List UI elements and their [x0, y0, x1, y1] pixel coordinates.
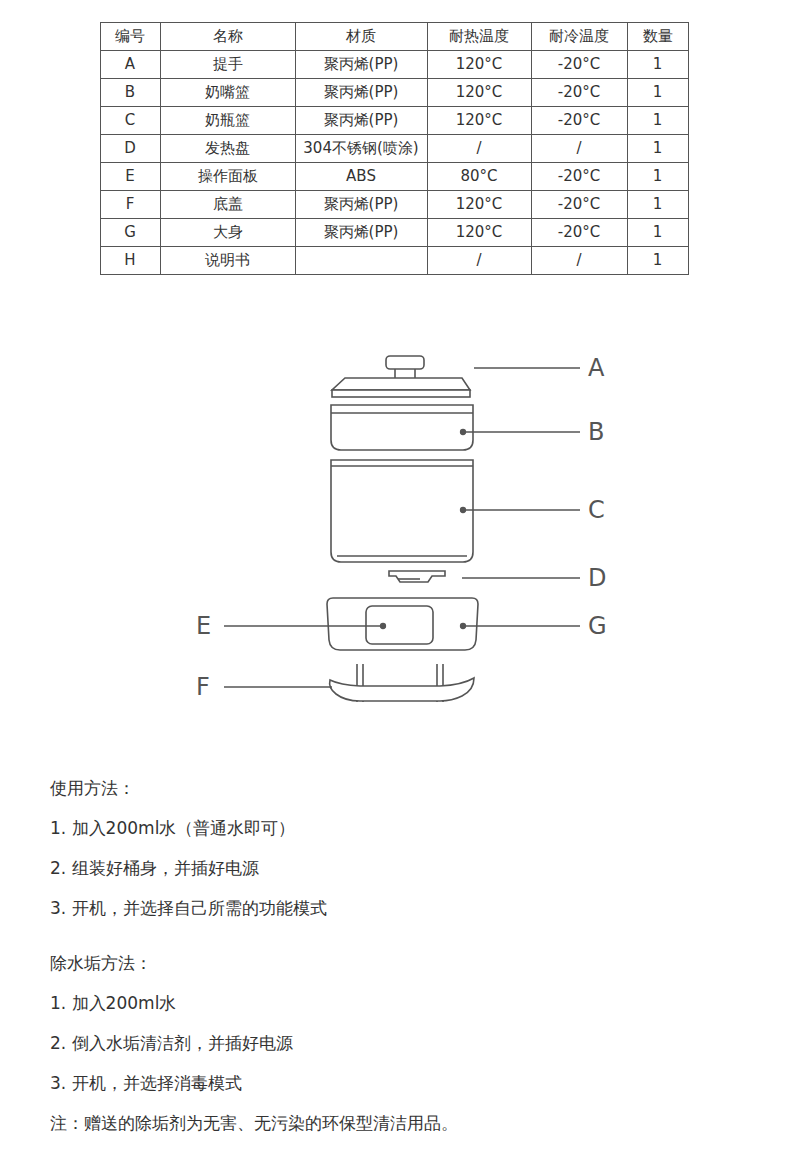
lid-handle — [386, 356, 424, 369]
table-cell: A — [101, 51, 159, 77]
table-cell: 奶瓶篮 — [161, 107, 294, 133]
table-cell: B — [101, 79, 159, 105]
table-cell: -20°C — [532, 163, 626, 189]
table-cell: 编号 — [101, 23, 159, 49]
table-cell: / — [428, 135, 530, 161]
heating-plate — [389, 571, 445, 582]
callout-letter: E — [196, 614, 211, 638]
instruction-text: 3. 开机，并选择消毒模式 — [50, 1073, 242, 1093]
table-cell: / — [532, 247, 626, 273]
table-cell: 304不锈钢(喷涂) — [296, 135, 426, 161]
teat-basket — [331, 405, 473, 450]
table-cell: C — [101, 107, 159, 133]
table-cell: 1 — [628, 191, 687, 217]
table-cell: -20°C — [532, 219, 626, 245]
table-cell: 聚丙烯(PP) — [296, 107, 426, 133]
table-cell: D — [101, 135, 159, 161]
table-cell: 1 — [628, 79, 687, 105]
table-cell: 聚丙烯(PP) — [296, 79, 426, 105]
table-cell: H — [101, 247, 159, 273]
instruction-text: 注：赠送的除垢剂为无害、无污染的环保型清洁用品。 — [50, 1113, 458, 1133]
table-cell: 耐热温度 — [428, 23, 530, 49]
bottle-basket — [331, 460, 473, 562]
table-cell: 奶嘴篮 — [161, 79, 294, 105]
table-cell: 1 — [628, 51, 687, 77]
base-cover — [330, 678, 474, 701]
table-cell: 操作面板 — [161, 163, 294, 189]
callout-letter: F — [196, 675, 210, 699]
sterilizer-drawing — [327, 356, 478, 702]
table-cell: 提手 — [161, 51, 294, 77]
table-cell: -20°C — [532, 191, 626, 217]
instruction-text: 1. 加入200ml水（普通水即可） — [50, 818, 295, 838]
table-grid — [100, 22, 689, 275]
table-cell: 1 — [628, 163, 687, 189]
control-panel — [366, 606, 433, 644]
table-cell: F — [101, 191, 159, 217]
instruction-text: 3. 开机，并选择自己所需的功能模式 — [50, 898, 327, 918]
table-cell: 说明书 — [161, 247, 294, 273]
table-cell: 底盖 — [161, 191, 294, 217]
table-cell: 耐冷温度 — [532, 23, 626, 49]
lid — [332, 378, 470, 390]
table-cell: 大身 — [161, 219, 294, 245]
instruction-text: 2. 组装好桶身，并插好电源 — [50, 858, 259, 878]
table-cell: 120°C — [428, 219, 530, 245]
callout-letter: D — [588, 566, 606, 590]
instruction-text: 除水垢方法： — [50, 953, 152, 973]
callout-letter: G — [588, 614, 607, 638]
table-cell: -20°C — [532, 51, 626, 77]
table-cell: E — [101, 163, 159, 189]
instruction-text: 1. 加入200ml水 — [50, 993, 176, 1013]
table-cell: -20°C — [532, 79, 626, 105]
table-cell: 数量 — [628, 23, 687, 49]
callout-letter: B — [588, 420, 604, 444]
leader-lines — [224, 368, 580, 687]
table-cell: 名称 — [161, 23, 294, 49]
callout-letter: A — [588, 356, 604, 380]
table-cell: 聚丙烯(PP) — [296, 219, 426, 245]
table-cell: 1 — [628, 107, 687, 133]
table-cell: 120°C — [428, 51, 530, 77]
table-cell: ABS — [296, 163, 426, 189]
table-cell: 80°C — [428, 163, 530, 189]
table-cell: 1 — [628, 219, 687, 245]
table-cell: 材质 — [296, 23, 426, 49]
callout-letter: C — [588, 498, 605, 522]
table-cell: G — [101, 219, 159, 245]
table-cell: / — [428, 247, 530, 273]
main-body — [327, 598, 478, 650]
instruction-text: 使用方法： — [50, 778, 135, 798]
table-cell: 聚丙烯(PP) — [296, 51, 426, 77]
lid-rim — [332, 390, 470, 397]
table-cell: 1 — [628, 247, 687, 273]
table-cell: 120°C — [428, 79, 530, 105]
table-cell: / — [532, 135, 626, 161]
table-cell: 1 — [628, 135, 687, 161]
instruction-text: 2. 倒入水垢清洁剂，并插好电源 — [50, 1033, 293, 1053]
table-cell: 120°C — [428, 191, 530, 217]
table-cell: 发热盘 — [161, 135, 294, 161]
table-cell: 聚丙烯(PP) — [296, 191, 426, 217]
table-cell: 120°C — [428, 107, 530, 133]
table-cell: -20°C — [532, 107, 626, 133]
